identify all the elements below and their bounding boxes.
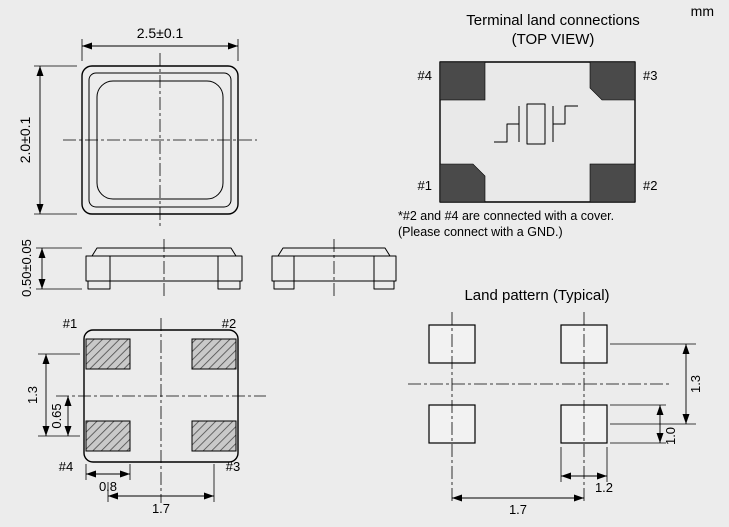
dim-package-width: 2.5±0.1: [81, 25, 239, 61]
terminal-pad-2: [589, 163, 636, 203]
dim-package-height: 2.0±0.1: [17, 65, 77, 215]
package-bottom-view: #1 #2 #4 #3: [56, 316, 266, 503]
dim-half-pitch-bottom-label: 0.65: [49, 403, 64, 428]
foot-pad: [373, 280, 395, 290]
crystal-symbol: [494, 103, 578, 145]
terminal-label-2: #2: [643, 178, 657, 193]
land-pattern-title: Land pattern (Typical): [464, 287, 609, 304]
dim-pad-height-land-label: 1.0: [663, 427, 678, 445]
dim-row-pitch-land: 1.3: [610, 343, 703, 425]
dim-col-pitch-land-label: 1.7: [509, 502, 527, 517]
dim-row-pitch-land-label: 1.3: [688, 375, 703, 393]
terminal-connections-diagram: Terminal land connections (TOP VIEW) #4 …: [398, 12, 657, 239]
bottom-pad-2: [191, 338, 237, 370]
dim-col-pitch-bottom: 1.7: [107, 464, 215, 516]
terminal-connections-title: Terminal land connections: [466, 12, 639, 29]
terminal-pad-4: [439, 61, 486, 101]
terminal-label-1: #1: [418, 178, 432, 193]
terminal-note-line2: (Please connect with a GND.): [398, 225, 563, 239]
terminal-label-3: #3: [643, 68, 657, 83]
dim-pad-width-land: 1.2: [560, 447, 613, 495]
dim-package-width-label: 2.5±0.1: [137, 25, 184, 41]
bottom-pad-1: [85, 338, 131, 370]
foot-pad: [217, 280, 241, 290]
dim-package-thickness-label: 0.50±0.05: [19, 239, 34, 297]
terminal-note-line1: *#2 and #4 are connected with a cover.: [398, 209, 614, 223]
foot-pad: [87, 280, 111, 290]
package-top-view: [63, 53, 257, 227]
side-view-front: [85, 239, 243, 298]
units-label: mm: [691, 3, 714, 19]
dim-half-pitch-bottom: 0.65: [49, 396, 72, 436]
dim-col-pitch-land: 1.7: [452, 494, 584, 517]
bottom-label-3: #3: [226, 459, 240, 474]
dim-pad-width-land-label: 1.2: [595, 480, 613, 495]
bottom-pad-3: [191, 420, 237, 452]
land-pattern-diagram: Land pattern (Typical): [408, 287, 670, 502]
dim-row-pitch-bottom: 1.3: [25, 353, 80, 437]
side-view-end: [271, 239, 397, 298]
dim-pad-height-land: 1.0: [610, 404, 678, 445]
terminal-pad-1: [439, 163, 486, 203]
bottom-pad-4: [85, 420, 131, 452]
dim-row-pitch-bottom-label: 1.3: [25, 386, 40, 404]
bottom-label-4: #4: [59, 459, 73, 474]
bottom-label-1: #1: [63, 316, 77, 331]
dim-package-height-label: 2.0±0.1: [17, 116, 33, 163]
terminal-label-4: #4: [418, 68, 432, 83]
dim-col-pitch-bottom-label: 1.7: [152, 501, 170, 516]
terminal-connections-subtitle: (TOP VIEW): [512, 31, 595, 48]
terminal-pad-3: [589, 61, 636, 101]
dim-package-thickness: 0.50±0.05: [19, 239, 82, 297]
bottom-label-2: #2: [222, 316, 236, 331]
foot-pad: [273, 280, 295, 290]
